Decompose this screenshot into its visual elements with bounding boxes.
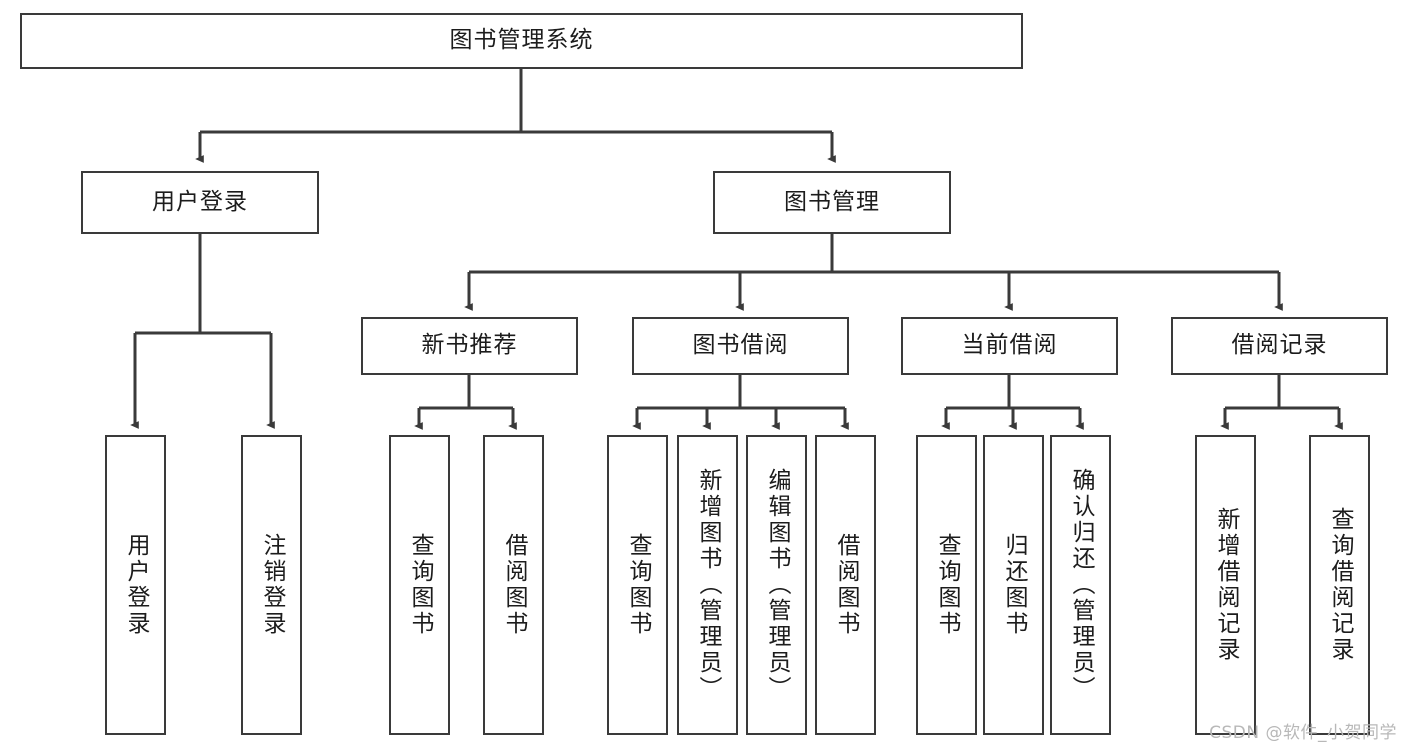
node-label: 新增借阅记录: [1213, 507, 1239, 663]
node-label: 确认归还（管理员）: [1068, 468, 1094, 702]
node-label: 借阅记录: [1231, 332, 1328, 359]
leaf-record-query-record[interactable]: 查询借阅记录: [1309, 435, 1370, 735]
leaf-borrow-borrow-book[interactable]: 借阅图书: [815, 435, 876, 735]
node-label: 新书推荐: [421, 332, 518, 359]
leaf-borrow-query-book[interactable]: 查询图书: [607, 435, 668, 735]
csdn-watermark: CSDN @软件_小贺同学: [1209, 723, 1397, 743]
node-label: 查询图书: [407, 533, 433, 637]
node-label: 图书管理: [784, 188, 880, 215]
leaf-borrow-add-book-admin[interactable]: 新增图书（管理员）: [677, 435, 738, 735]
leaf-borrow-edit-book-admin[interactable]: 编辑图书（管理员）: [746, 435, 807, 735]
node-label: 查询借阅记录: [1327, 507, 1353, 663]
node-book-borrow[interactable]: 图书借阅: [632, 317, 849, 375]
leaf-record-add-record[interactable]: 新增借阅记录: [1195, 435, 1256, 735]
node-book-management[interactable]: 图书管理: [713, 171, 951, 234]
node-label: 借阅图书: [833, 533, 859, 637]
node-borrow-record[interactable]: 借阅记录: [1171, 317, 1388, 375]
leaf-current-query-book[interactable]: 查询图书: [916, 435, 977, 735]
node-label: 借阅图书: [501, 533, 527, 637]
node-label: 编辑图书（管理员）: [764, 468, 790, 702]
node-current-borrow[interactable]: 当前借阅: [901, 317, 1118, 375]
node-label: 新增图书（管理员）: [695, 468, 721, 702]
leaf-user-login-login[interactable]: 用户登录: [105, 435, 166, 735]
leaf-current-confirm-return-admin[interactable]: 确认归还（管理员）: [1050, 435, 1111, 735]
node-label: 归还图书: [1001, 533, 1027, 637]
node-label: 查询图书: [934, 533, 960, 637]
leaf-user-login-logout[interactable]: 注销登录: [241, 435, 302, 735]
node-label: 注销登录: [259, 533, 285, 637]
node-label: 查询图书: [625, 533, 651, 637]
node-label: 图书管理系统: [449, 27, 594, 54]
node-label: 用户登录: [152, 188, 248, 215]
node-root-system[interactable]: 图书管理系统: [20, 13, 1023, 69]
leaf-new-book-query[interactable]: 查询图书: [389, 435, 450, 735]
node-user-login[interactable]: 用户登录: [81, 171, 319, 234]
node-label: 当前借阅: [961, 332, 1058, 359]
leaf-current-return-book[interactable]: 归还图书: [983, 435, 1044, 735]
node-label: 用户登录: [123, 533, 149, 637]
node-new-book-recommend[interactable]: 新书推荐: [361, 317, 578, 375]
leaf-new-book-borrow[interactable]: 借阅图书: [483, 435, 544, 735]
node-label: 图书借阅: [692, 332, 789, 359]
